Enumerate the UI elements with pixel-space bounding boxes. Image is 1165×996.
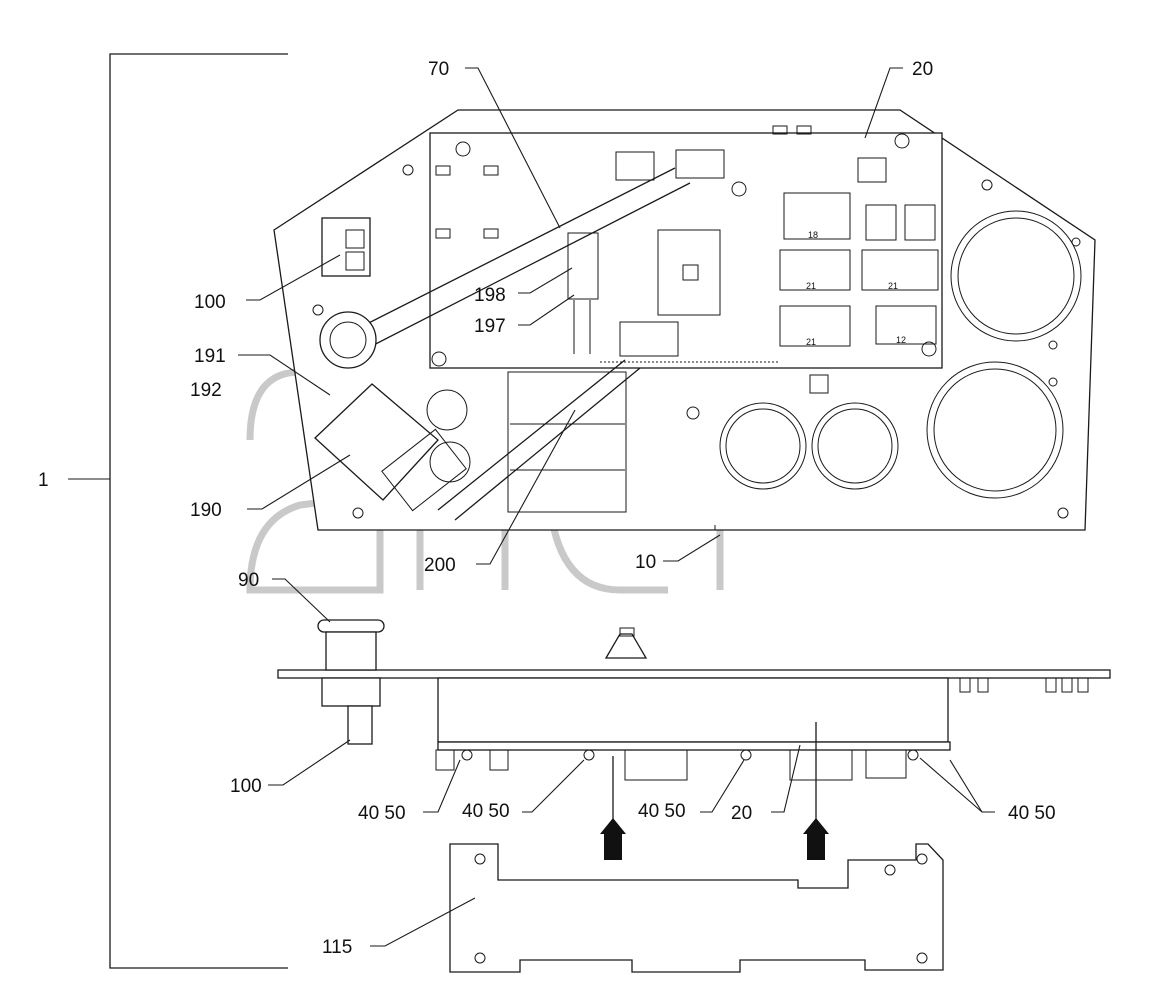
connector-label-21b: 21 (888, 281, 898, 291)
callout-40-50-b: 40 50 (462, 801, 510, 822)
callout-20-top: 20 (912, 59, 933, 80)
callout-190: 190 (190, 500, 222, 521)
callout-20-bottom: 20 (731, 803, 752, 824)
module-190 (314, 383, 439, 501)
circuit-board (429, 132, 943, 369)
callout-100-top: 100 (194, 292, 226, 313)
bottom-plate-115 (449, 843, 944, 973)
callout-191: 191 (194, 346, 226, 367)
callout-10: 10 (635, 552, 656, 573)
leader-lines (238, 67, 995, 947)
callouts: 70 20 100 198 197 191 192 1 190 200 10 9… (38, 59, 1056, 958)
instrument-panel-top: 18 21 21 21 12 (273, 109, 1096, 531)
callout-1: 1 (38, 470, 49, 491)
switch-90-side (317, 619, 385, 745)
callout-90: 90 (238, 570, 259, 591)
instrument-panel-side (277, 627, 1111, 781)
callout-40-50-a: 40 50 (358, 803, 406, 824)
callout-197: 197 (474, 316, 506, 337)
connector-label-18: 18 (808, 230, 818, 240)
assembly-bracket (68, 53, 288, 969)
callout-70: 70 (428, 59, 449, 80)
connector-label-12: 12 (896, 335, 906, 345)
callout-40-50-c: 40 50 (638, 801, 686, 822)
callout-198: 198 (474, 285, 506, 306)
assembly-arrows (600, 722, 829, 860)
callout-40-50-d: 40 50 (1008, 803, 1056, 824)
callout-192: 192 (190, 380, 222, 401)
connector-label-21c: 21 (806, 337, 816, 347)
callout-200: 200 (424, 555, 456, 576)
callout-115: 115 (322, 937, 352, 958)
callout-100-bottom: 100 (230, 776, 262, 797)
connector-label-21a: 21 (806, 281, 816, 291)
